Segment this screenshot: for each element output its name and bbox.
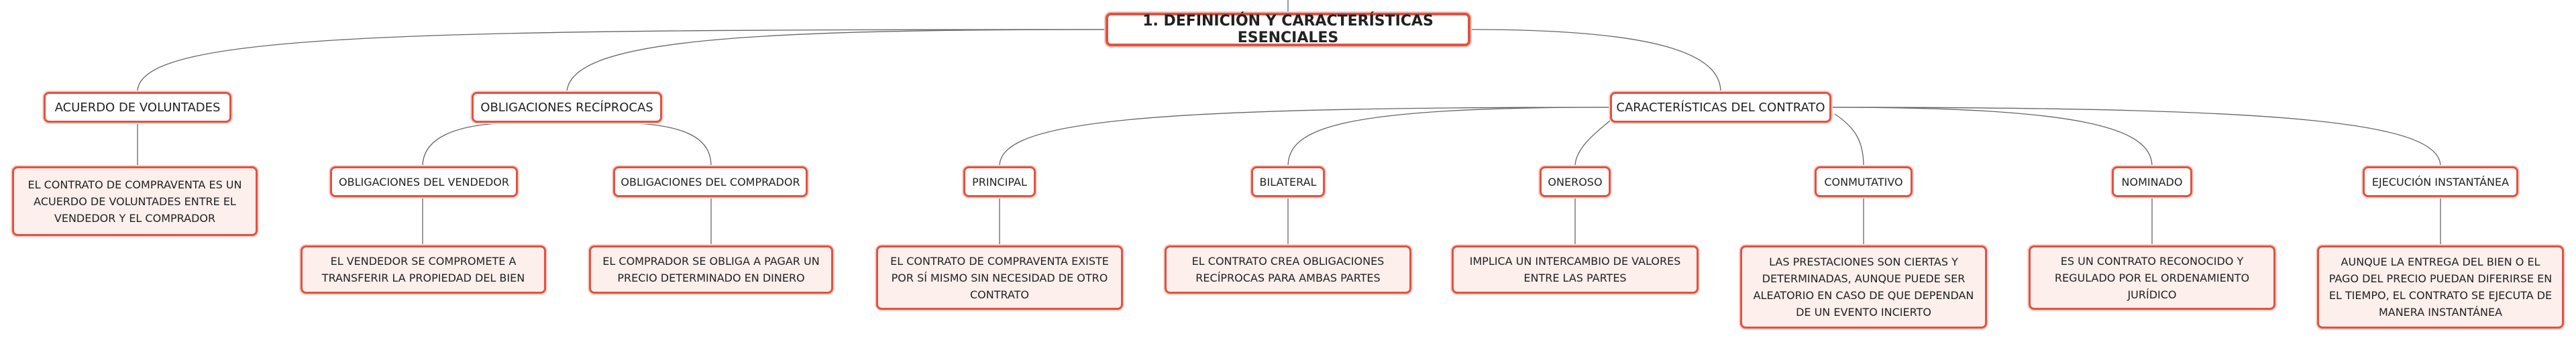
topic-label: ACUERDO DE VOLUNTADES	[54, 100, 221, 115]
topic-acuerdo-de-voluntades[interactable]: ACUERDO DE VOLUNTADES	[44, 92, 231, 123]
note-bilateral[interactable]: EL CONTRATO CREA OBLIGACIONES RECÍPROCAS…	[1165, 245, 1411, 294]
note-conmutativo[interactable]: LAS PRESTACIONES SON CIERTAS Y DETERMINA…	[1740, 245, 1987, 329]
note-obligaciones-del-comprador[interactable]: EL COMPRADOR SE OBLIGA A PAGAR UN PRECIO…	[589, 245, 833, 294]
topic-label: OBLIGACIONES RECÍPROCAS	[480, 100, 653, 115]
note-text: ES UN CONTRATO RECONOCIDO Y REGULADO POR…	[2054, 254, 2250, 301]
note-principal[interactable]: EL CONTRATO DE COMPRAVENTA EXISTE POR SÍ…	[876, 245, 1123, 310]
subtopic-obligaciones-del-comprador[interactable]: OBLIGACIONES DEL COMPRADOR	[613, 166, 808, 197]
connector-obligaciones-comprador	[613, 122, 712, 167]
note-ejecucion-instantanea[interactable]: AUNQUE LA ENTREGA DEL BIEN O EL PAGO DEL…	[2317, 245, 2564, 329]
subtopic-label: ONEROSO	[1548, 175, 1603, 188]
connector-car-principal	[999, 107, 1611, 167]
subtopic-label: CONMUTATIVO	[1824, 175, 1903, 188]
subtopic-bilateral[interactable]: BILATERAL	[1251, 166, 1325, 197]
root-topic-label: 1. DEFINICIÓN Y CARACTERÍSTICAS ESENCIAL…	[1142, 13, 1434, 46]
note-text: IMPLICA UN INTERCAMBIO DE VALORES ENTRE …	[1469, 255, 1681, 284]
note-obligaciones-del-vendedor[interactable]: EL VENDEDOR SE COMPROMETE A TRANSFERIR L…	[301, 245, 546, 294]
connector-root-caracteristicas	[1470, 29, 1721, 93]
note-acuerdo-de-voluntades[interactable]: EL CONTRATO DE COMPRAVENTA ES UN ACUERDO…	[12, 166, 258, 236]
note-text: EL CONTRATO DE COMPRAVENTA EXISTE POR SÍ…	[890, 254, 1109, 301]
connector-root-obligaciones	[566, 29, 1106, 93]
subtopic-label: NOMINADO	[2121, 175, 2183, 188]
note-text: EL CONTRATO DE COMPRAVENTA ES UN ACUERDO…	[28, 178, 242, 225]
note-oneroso[interactable]: IMPLICA UN INTERCAMBIO DE VALORES ENTRE …	[1452, 245, 1699, 294]
connector-obligaciones-vendedor	[422, 122, 521, 167]
connector-car-conmutativo	[1834, 113, 1864, 167]
note-text: LAS PRESTACIONES SON CIERTAS Y DETERMINA…	[1753, 255, 1974, 319]
connector-root-acuerdo	[137, 29, 1106, 93]
subtopic-label: BILATERAL	[1259, 175, 1317, 188]
topic-obligaciones-reciprocas[interactable]: OBLIGACIONES RECÍPROCAS	[472, 92, 662, 123]
subtopic-principal[interactable]: PRINCIPAL	[963, 166, 1036, 197]
connector-car-nominado	[1831, 107, 2153, 167]
subtopic-ejecucion-instantanea[interactable]: EJECUCIÓN INSTANTÁNEA	[2363, 166, 2518, 197]
subtopic-label: OBLIGACIONES DEL VENDEDOR	[339, 175, 509, 188]
note-text: EL VENDEDOR SE COMPROMETE A TRANSFERIR L…	[321, 255, 525, 284]
connector-car-ejecucion	[1831, 107, 2441, 167]
note-text: EL CONTRATO CREA OBLIGACIONES RECÍPROCAS…	[1191, 255, 1385, 284]
note-text: EL COMPRADOR SE OBLIGA A PAGAR UN PRECIO…	[602, 255, 820, 284]
subtopic-conmutativo[interactable]: CONMUTATIVO	[1815, 166, 1913, 197]
topic-caracteristicas-del-contrato[interactable]: CARACTERÍSTICAS DEL CONTRATO	[1610, 92, 1831, 123]
subtopic-label: OBLIGACIONES DEL COMPRADOR	[621, 175, 800, 188]
subtopic-label: EJECUCIÓN INSTANTÁNEA	[2371, 175, 2510, 188]
note-text: AUNQUE LA ENTREGA DEL BIEN O EL PAGO DEL…	[2328, 255, 2553, 319]
subtopic-nominado[interactable]: NOMINADO	[2112, 166, 2192, 197]
subtopic-obligaciones-del-vendedor[interactable]: OBLIGACIONES DEL VENDEDOR	[330, 166, 518, 197]
subtopic-oneroso[interactable]: ONEROSO	[1540, 166, 1611, 197]
root-topic[interactable]: 1. DEFINICIÓN Y CARACTERÍSTICAS ESENCIAL…	[1106, 13, 1470, 46]
topic-label: CARACTERÍSTICAS DEL CONTRATO	[1616, 100, 1825, 115]
subtopic-label: PRINCIPAL	[972, 175, 1027, 188]
connector-car-bilateral	[1287, 107, 1611, 167]
note-nominado[interactable]: ES UN CONTRATO RECONOCIDO Y REGULADO POR…	[2029, 245, 2275, 310]
